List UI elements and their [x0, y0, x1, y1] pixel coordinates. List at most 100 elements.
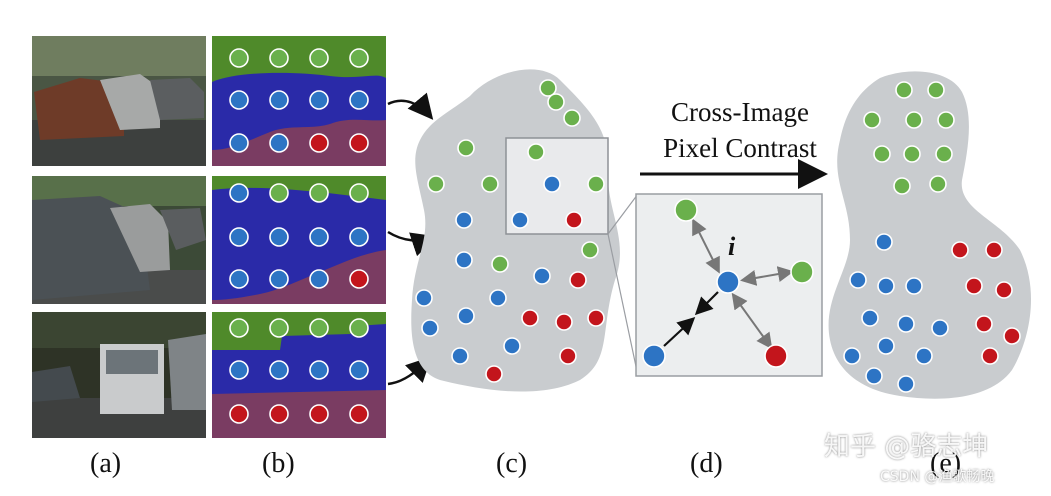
- panel-e-embedding-dot: [895, 81, 913, 99]
- anchor-pixel-label: i: [728, 232, 736, 261]
- panel-c-embedding-dot: [559, 347, 577, 365]
- panel-e-embedding-dot: [897, 315, 915, 333]
- photo-1: [32, 36, 206, 166]
- panel-e-embedding-dot: [849, 271, 867, 289]
- panel-b-pixel-dot: [349, 90, 369, 110]
- panel-c-embedding-dot: [485, 365, 503, 383]
- panel-b-pixel-dot: [349, 360, 369, 380]
- panel-c-embedding-dot: [587, 309, 605, 327]
- panel-b-pixel-dot: [229, 133, 249, 153]
- panel-b-pixel-dot: [349, 183, 369, 203]
- panel-c-embedding-dot: [563, 109, 581, 127]
- panel-e-embedding-dot: [905, 277, 923, 295]
- panel-e-embedding-dot: [865, 367, 883, 385]
- zoom-connector-top: [607, 193, 639, 235]
- panel-c-embedding-dot: [581, 241, 599, 259]
- panel-c-embedding-dot: [421, 319, 439, 337]
- panel-b-pixel-dot: [229, 48, 249, 68]
- panel-e-embedding-dot: [877, 277, 895, 295]
- watermark-zhihu: 知乎 @骆志坤: [824, 432, 989, 462]
- watermark-csdn: CSDN @渔歌畅晚: [880, 469, 995, 485]
- panel-b-pixel-dot: [349, 48, 369, 68]
- panel-c-embedding-dot: [555, 313, 573, 331]
- panel-e-embedding-dot: [965, 277, 983, 295]
- panel-label-a: (a): [90, 448, 122, 479]
- panel-c-embedding-dot: [491, 255, 509, 273]
- panel-c-embedding-dot: [489, 289, 507, 307]
- panel-e-embedding-dots: [843, 81, 1021, 393]
- panel-e-embedding-dot: [873, 145, 891, 163]
- panel-b-pixel-dot: [349, 269, 369, 289]
- panel-b-pixel-dot: [229, 183, 249, 203]
- panel-b-pixel-dot: [309, 48, 329, 68]
- panel-b-pixel-dot: [309, 318, 329, 338]
- zoom-connector-bottom: [607, 233, 639, 377]
- panel-d-contrast-arrows: [663, 218, 794, 350]
- panel-e-embedding-dot: [985, 241, 1003, 259]
- panel-e-embedding-dot: [893, 177, 911, 195]
- panel-c-embedding-dot: [457, 139, 475, 157]
- panel-e-embedding-dot: [975, 315, 993, 333]
- panel-label-c: (c): [496, 448, 528, 479]
- panel-c-embedding-dot: [521, 309, 539, 327]
- panel-c-embedding-dot: [455, 251, 473, 269]
- panel-e-embedding-dot: [875, 233, 893, 251]
- panel-b-pixel-dot: [309, 360, 329, 380]
- panel-d-dots: [642, 198, 814, 368]
- panel-e-embedding-dot: [929, 175, 947, 193]
- panel-c-embedding-dots: [415, 79, 605, 383]
- panel-b-pixel-dot: [309, 269, 329, 289]
- arrow-title-line1: Cross-Image: [671, 97, 809, 127]
- panel-e-embedding-dot: [935, 145, 953, 163]
- panel-e-embedding-dot: [937, 111, 955, 129]
- panel-c-embedding-dot: [455, 211, 473, 229]
- panel-e-embedding-dot: [897, 375, 915, 393]
- panel-b-pixel-dot: [269, 404, 289, 424]
- panel-b-pixel-dot: [269, 48, 289, 68]
- panel-b-pixel-dot: [269, 183, 289, 203]
- panel-e-embedding-dot: [931, 319, 949, 337]
- panel-c-embedding-dot: [547, 93, 565, 111]
- panel-b-pixel-dots: [229, 48, 369, 424]
- panel-e-embedding-dot: [903, 145, 921, 163]
- panel-b-pixel-dot: [229, 269, 249, 289]
- arrow-title-line2: Pixel Contrast: [663, 133, 817, 163]
- panel-b-pixel-dot: [229, 360, 249, 380]
- panel-b-pixel-dot: [269, 133, 289, 153]
- panel-e-embedding-dot: [927, 81, 945, 99]
- panel-d-dot: [716, 270, 740, 294]
- panel-e-embedding-dot: [843, 347, 861, 365]
- panel-c-embedding-dot: [451, 347, 469, 365]
- panel-b-pixel-dot: [309, 227, 329, 247]
- panel-a-photos: [32, 36, 206, 438]
- panel-e-embedding-dot: [877, 337, 895, 355]
- panel-e-embedding-dot: [915, 347, 933, 365]
- panel-b-pixel-dot: [349, 404, 369, 424]
- panel-label-e: (e): [930, 448, 962, 479]
- panel-e-embedding-dot: [995, 281, 1013, 299]
- panel-c-embedding-dot: [565, 211, 583, 229]
- panel-label-d: (d): [690, 448, 723, 479]
- panel-c-embedding-dot: [569, 271, 587, 289]
- panel-b-pixel-dot: [269, 269, 289, 289]
- panel-b-pixel-dot: [309, 133, 329, 153]
- panel-c-embedding-dot: [539, 79, 557, 97]
- panel-d-dot: [790, 260, 814, 284]
- panel-b-pixel-dot: [349, 133, 369, 153]
- panel-e-embedding-dot: [1003, 327, 1021, 345]
- arrow-top: [387, 92, 434, 120]
- panel-b-pixel-dot: [229, 318, 249, 338]
- panel-c-embedding-dot: [457, 307, 475, 325]
- panel-c-embedding-dot: [415, 289, 433, 307]
- panel-e-embedding-dot: [981, 347, 999, 365]
- panel-e-embedding-dot: [951, 241, 969, 259]
- panel-b-pixel-dot: [349, 318, 369, 338]
- panel-b-pixel-dot: [229, 404, 249, 424]
- panel-e-embedding-dot: [861, 309, 879, 327]
- panel-b-pixel-dot: [269, 227, 289, 247]
- panel-c-embedding-dot: [503, 337, 521, 355]
- panel-b-pixel-dot: [269, 360, 289, 380]
- panel-label-b: (b): [262, 448, 295, 479]
- panel-d-dot: [674, 198, 698, 222]
